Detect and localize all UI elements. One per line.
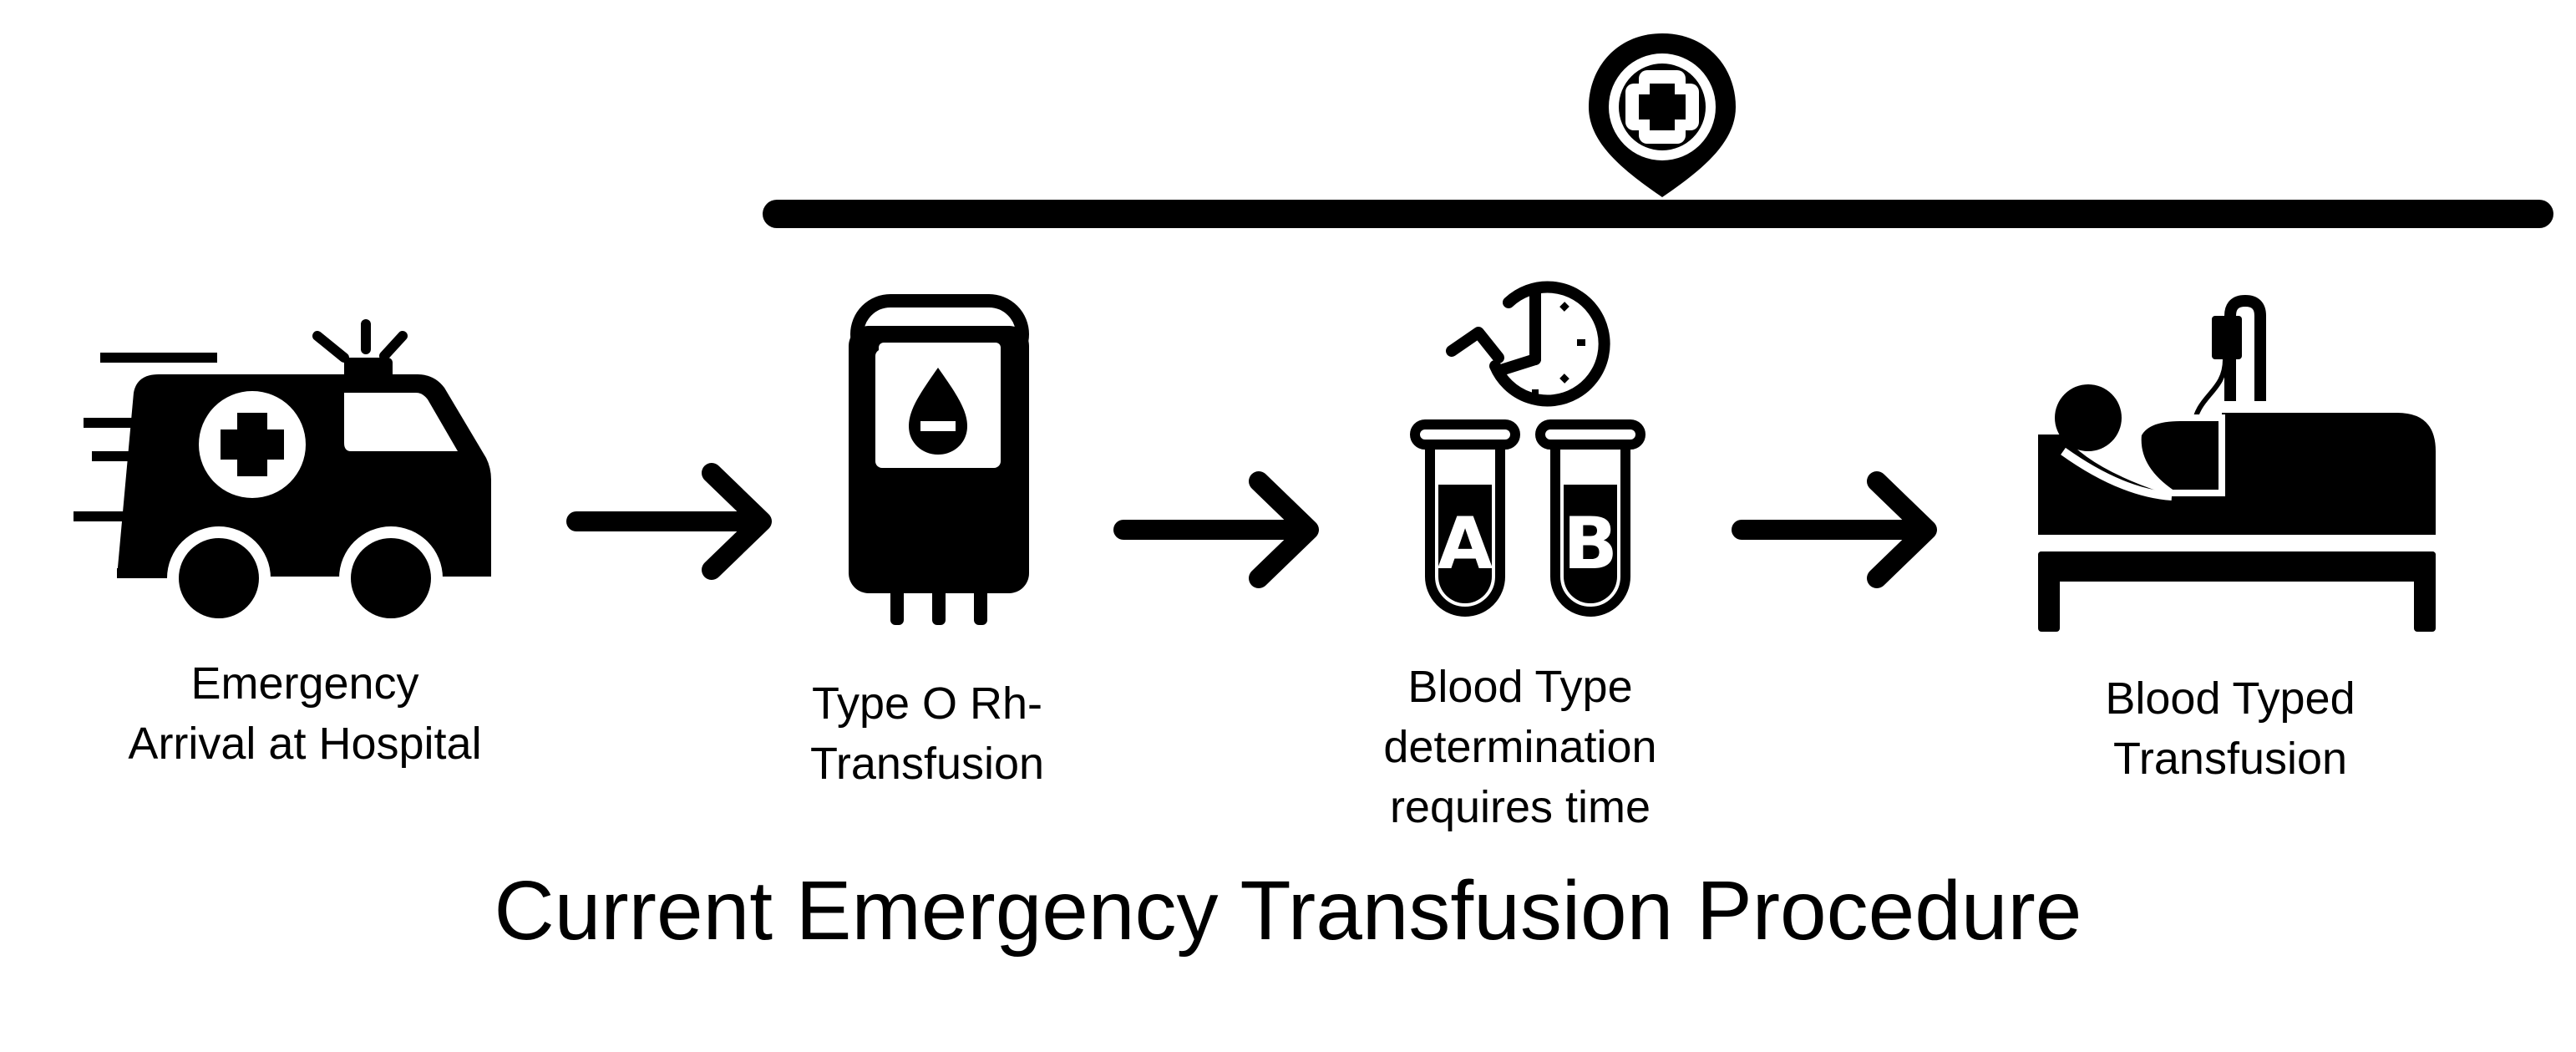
step-label-line: requires time xyxy=(1389,782,1651,832)
tube-b-label: B xyxy=(1563,502,1618,586)
step-label-blood-type-determination: Blood Type determination requires time xyxy=(1353,657,1687,837)
step-label-line: Type O Rh- xyxy=(811,678,1043,729)
hospital-location-pin-icon xyxy=(1589,33,1736,197)
blood-bag-o-negative-icon xyxy=(849,294,1029,625)
step-label-blood-typed-transfusion: Blood Typed Transfusion xyxy=(2055,668,2406,789)
clock-refresh-icon xyxy=(1446,281,1610,407)
step-label-line: determination xyxy=(1383,722,1657,772)
step-label-line: Transfusion xyxy=(2112,734,2348,784)
step-label-line: Transfusion xyxy=(809,739,1045,789)
step-label-emergency-arrival: Emergency Arrival at Hospital xyxy=(100,653,510,774)
right-arrow-icon xyxy=(1113,471,1319,588)
step-label-type-o-transfusion: Type O Rh- Transfusion xyxy=(752,673,1103,794)
step-label-line: Arrival at Hospital xyxy=(128,719,482,769)
step-label-line: Emergency xyxy=(190,658,419,709)
blood-type-test-tubes-icon: A B xyxy=(1410,281,1645,617)
tube-a-label: A xyxy=(1438,502,1493,586)
step-label-line: Blood Type xyxy=(1407,662,1633,712)
diagram-title: Current Emergency Transfusion Procedure xyxy=(494,864,2082,958)
ambulance-icon xyxy=(74,319,491,630)
step-label-line: Blood Typed xyxy=(2105,673,2355,724)
patient-bed-iv-icon xyxy=(2038,294,2436,632)
right-arrow-icon xyxy=(566,463,772,580)
right-arrow-icon xyxy=(1732,471,1937,588)
